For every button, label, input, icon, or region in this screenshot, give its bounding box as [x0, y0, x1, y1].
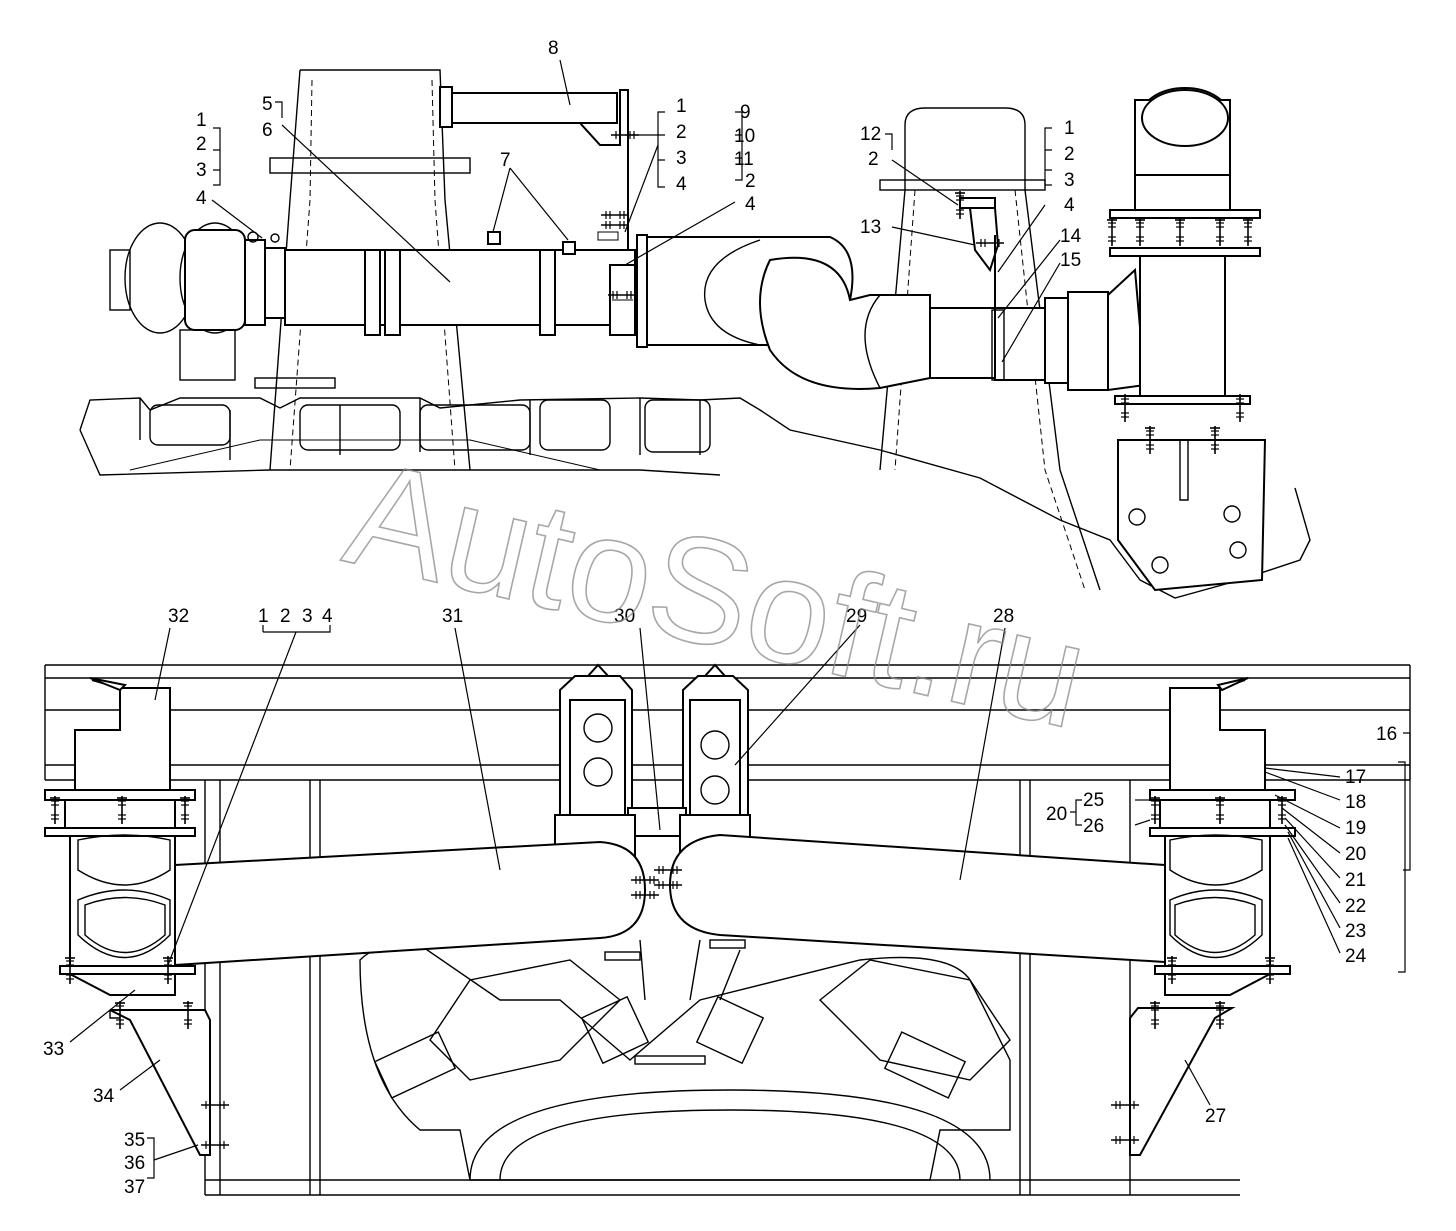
rear-view: [44, 663, 1411, 1196]
callout-label: 1: [1064, 118, 1075, 139]
callout-label: 2: [280, 606, 291, 627]
callout-label: 35: [124, 1130, 145, 1151]
callout-label: 25: [1083, 790, 1104, 811]
callout-label: 20: [1345, 844, 1366, 865]
turbocharger: [109, 222, 336, 389]
callout-label: 20: [1046, 804, 1067, 825]
callout-label: 36: [124, 1153, 145, 1174]
callout-labels: 1 2 3 4 5 6 7 8 1 2 3 4 9 10 11 2 4 12 2…: [43, 38, 1397, 1198]
callout-label: 3: [676, 148, 687, 169]
callout-label: 5: [262, 94, 273, 115]
side-elevation-view: [79, 69, 1311, 599]
callout-label: 26: [1083, 816, 1104, 837]
callout-label: 9: [740, 102, 751, 123]
callout-label: 4: [745, 194, 756, 215]
callout-label: 33: [43, 1039, 64, 1060]
muffler-left: [174, 840, 647, 967]
callout-label: 7: [500, 150, 511, 171]
right-stack-assembly: [1129, 677, 1296, 1156]
callout-label: 16: [1376, 724, 1397, 745]
callout-label: 21: [1345, 870, 1366, 891]
callout-label: 10: [734, 126, 755, 147]
callout-label: 34: [93, 1086, 115, 1107]
callout-label: 18: [1345, 792, 1366, 813]
callout-label: 17: [1345, 767, 1366, 788]
callout-label: 31: [442, 606, 463, 627]
callout-label: 2: [676, 122, 687, 143]
callout-label: 29: [846, 606, 867, 627]
callout-label: 4: [1064, 195, 1075, 216]
callout-label: 2: [868, 149, 879, 170]
vertical-exhaust-stack: [1109, 87, 1267, 592]
engine-lower-outline: [79, 429, 721, 476]
callout-label: 3: [196, 160, 207, 181]
leader-lines: [69, 59, 1411, 1179]
callout-label: 1: [258, 606, 269, 627]
support-bracket: [439, 86, 636, 336]
callout-label: 22: [1345, 896, 1366, 917]
callout-label: 4: [322, 606, 333, 627]
callout-label: 23: [1345, 921, 1366, 942]
cab-pillar-left: [269, 69, 471, 471]
engine-block-outline: [79, 397, 1311, 599]
callout-label: 3: [1064, 170, 1075, 191]
callout-label: 2: [745, 171, 756, 192]
engine-v-block: [359, 943, 1011, 1181]
callout-label: 28: [993, 606, 1014, 627]
callout-label: 14: [1060, 226, 1082, 247]
callout-label: 2: [1064, 144, 1075, 165]
left-stack-assembly: [44, 677, 211, 1156]
callout-label: 1: [676, 96, 687, 117]
callout-label: 8: [548, 38, 559, 59]
callout-label: 32: [168, 606, 189, 627]
callout-label: 19: [1345, 818, 1366, 839]
exhaust-pipe-front: [244, 231, 636, 336]
callout-label: 3: [302, 606, 313, 627]
muffler-right: [668, 833, 1166, 964]
callout-label: 11: [734, 149, 754, 170]
callout-label: 24: [1345, 946, 1367, 967]
callout-label: 4: [676, 174, 687, 195]
callout-label: 15: [1060, 250, 1081, 271]
callout-label: 30: [614, 606, 635, 627]
callout-label: 37: [124, 1177, 145, 1198]
callout-label: 13: [860, 217, 881, 238]
callout-label: 12: [860, 124, 881, 145]
callout-label: 6: [262, 120, 273, 141]
exhaust-brake-units: [554, 663, 751, 861]
callout-label: 27: [1205, 1106, 1226, 1127]
callout-label: 1: [196, 110, 207, 131]
callout-label: 2: [196, 134, 207, 155]
hanger-bracket: [959, 197, 1000, 310]
callout-label: 4: [196, 188, 207, 209]
